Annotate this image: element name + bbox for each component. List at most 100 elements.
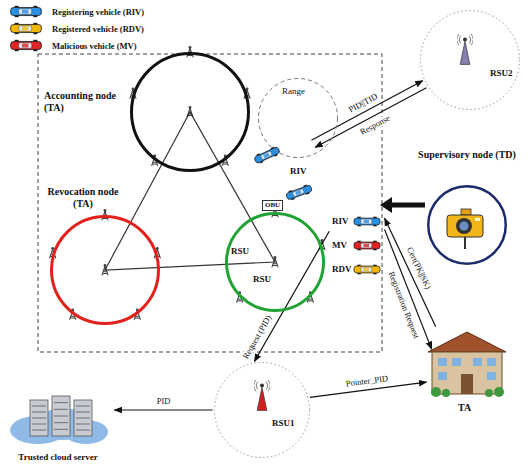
server-stripe [54, 416, 68, 417]
circle-border [259, 79, 338, 158]
node-circle: Supervisory node (TD) [427, 185, 507, 265]
server-stripe [76, 418, 90, 419]
node-label: MV [332, 240, 347, 250]
cloud-server [10, 396, 108, 444]
server-stripe [32, 418, 46, 419]
edge-label: Cert(PK||SK) [405, 244, 434, 292]
vehicle-box: Trusted cloud server [6, 386, 113, 466]
circle-border [428, 186, 506, 264]
cloud-server-part [52, 396, 70, 436]
vehicle-box: MV [330, 236, 384, 256]
server-stripe [54, 402, 68, 403]
node-label: Trusted cloud server [6, 452, 110, 462]
camera-icon-part [461, 209, 471, 215]
node-circle: RSU2 [420, 10, 520, 110]
server-stripe [54, 409, 68, 410]
ta-building-part [487, 372, 496, 380]
node-label: Supervisory node (TD) [415, 149, 519, 161]
circle-border [215, 363, 310, 458]
vehicle-box: RIV [330, 212, 384, 232]
circle-outline [420, 10, 520, 110]
tower-group [130, 46, 250, 166]
legend-swatch [8, 22, 44, 35]
server-stripe [76, 430, 90, 431]
vehicle-icons-part [285, 183, 313, 201]
triangle [105, 112, 275, 270]
server-stripe [32, 430, 46, 431]
server-stripe [32, 412, 46, 413]
vehicle-box: TA [428, 328, 512, 418]
ta-building-part [432, 352, 502, 394]
node-circle: RSU1 [214, 362, 310, 458]
node-label: RSU2 [490, 68, 513, 78]
node-label: RIV [332, 216, 349, 226]
camera-icon-part [447, 215, 483, 237]
server-stripe [54, 422, 68, 423]
node-label: Accounting node (TA) [44, 90, 130, 113]
ta-building-part [438, 358, 447, 366]
legend-text: Registered vehicle (RDV) [52, 24, 144, 34]
vehicle-icons-part [354, 217, 380, 227]
cloud-server-part [30, 400, 48, 436]
tower-group [50, 209, 161, 320]
circle-border [227, 214, 324, 311]
node-label: RSU [253, 274, 271, 284]
legend-text: Malicious vehicle (MV) [52, 41, 137, 51]
node-circle: Range [258, 78, 338, 158]
connector-arrow [254, 231, 329, 361]
ta-building-part [452, 358, 461, 366]
camera-icon-part [456, 218, 472, 234]
circle-outline [130, 52, 250, 172]
supervisory-arrow-part [392, 203, 425, 208]
connector-arrow [310, 382, 427, 397]
ta-building-part [442, 389, 450, 397]
legend-swatch [8, 5, 44, 18]
supervisory-arrow [380, 197, 425, 213]
node-label: RIV [290, 166, 307, 176]
server-stripe [32, 424, 46, 425]
ta-building-part [485, 389, 493, 397]
vehicle-icons [253, 145, 380, 274]
tower-icon [187, 106, 193, 117]
edge-label: Response [357, 113, 393, 138]
server-stripe [76, 412, 90, 413]
connector-arrow [385, 218, 436, 326]
tower-icon [187, 46, 193, 57]
node-label: Revocation node (TA) [38, 186, 128, 209]
rsu-tower [254, 380, 271, 410]
tower-icon [272, 256, 278, 267]
node-circle: Accounting node (TA) [130, 52, 250, 172]
node-label: RDV [332, 264, 352, 274]
ta-building-part [487, 358, 496, 366]
node-circle: Revocation node (TA) [50, 215, 160, 325]
vehicle-box: RIV [250, 140, 312, 182]
circle-border [132, 54, 249, 171]
ta-building-part [438, 372, 447, 380]
edge-label: Registration Request [386, 268, 421, 341]
server-stripe [76, 406, 90, 407]
circle-outline [214, 362, 310, 458]
legend-swatch [8, 39, 44, 52]
vehicle-icons-part [253, 145, 281, 165]
ta-building-part [428, 332, 506, 352]
legend-car [11, 40, 42, 51]
ta-building-part [473, 358, 482, 366]
server-stripe [54, 429, 68, 430]
legend: Registering vehicle (RIV) Registered vehi… [8, 3, 144, 54]
tower-icon [272, 206, 278, 217]
ta-building [428, 332, 506, 397]
camera-icon-part [475, 218, 480, 221]
legend-car [11, 23, 42, 34]
edge-label: PID||TID [345, 90, 380, 114]
legend-row: Malicious vehicle (MV) [8, 37, 144, 54]
legend-text: Registering vehicle (RIV) [52, 7, 144, 17]
component-label: OBU [262, 200, 283, 211]
server-stripe [76, 424, 90, 425]
tower-icon [102, 264, 108, 275]
node-label: Range [282, 86, 305, 96]
connector-arrow [311, 81, 422, 140]
